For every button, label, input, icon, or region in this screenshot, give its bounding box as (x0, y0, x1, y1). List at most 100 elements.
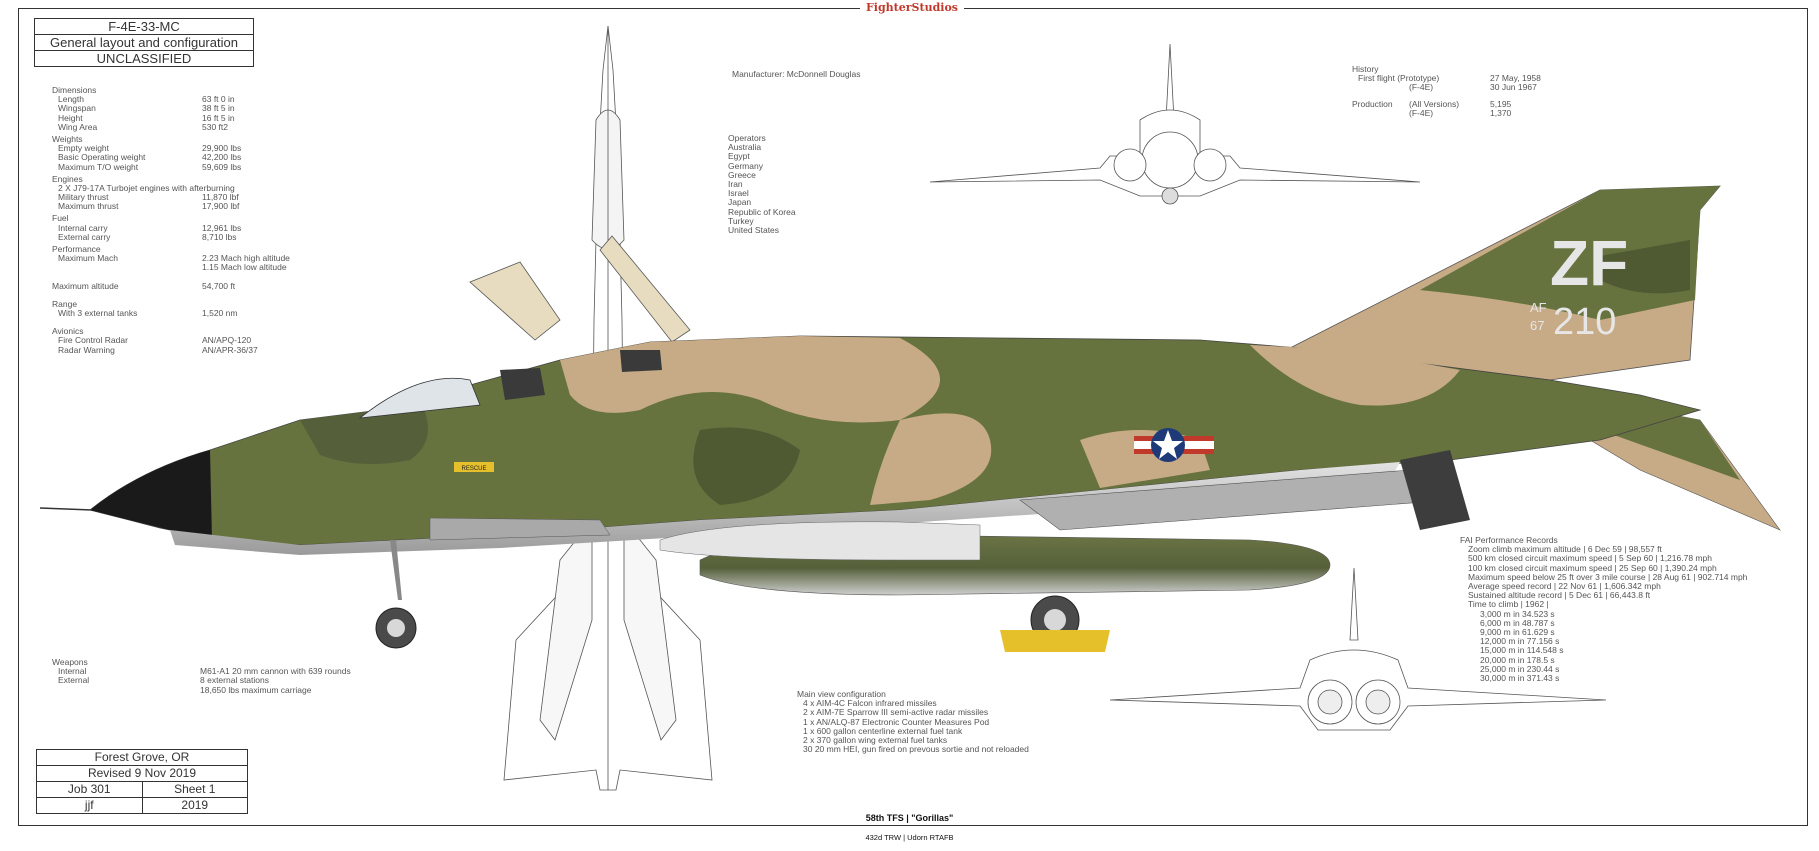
operator-item: Iran (728, 179, 743, 190)
spec-row: 2 X J79-17A Turbojet engines with afterb… (58, 182, 235, 193)
spec-heading-fuel: Fuel (52, 213, 69, 224)
operator-item: Israel (728, 188, 749, 199)
nose-radome (90, 450, 212, 540)
operator-item: Egypt (728, 151, 750, 162)
initials-year-row: jjf 2019 (37, 798, 247, 813)
rear-canopy-open (599, 235, 691, 343)
sheet-number: Sheet 1 (174, 782, 216, 796)
front-view (929, 43, 1421, 205)
operator-item: Japan (728, 197, 752, 208)
config-heading: Main view configuration (797, 689, 886, 699)
title-classification: UNCLASSIFIED (96, 51, 192, 66)
config-line: 30 20 mm HEI, gun fired on prevous sorti… (803, 744, 1029, 755)
production-value-all: 5,195 (1490, 99, 1512, 109)
spec-row: 1.15 Mach low altitude (202, 262, 287, 273)
side-view-aircraft: RESCUE ZF AF 67 210 (39, 185, 1781, 652)
title-description: General layout and configuration (35, 35, 253, 51)
squadron-label: 58th TFS | "Gorillas" (865, 813, 954, 823)
drawing-year: 2019 (181, 798, 209, 812)
operator-item: Republic of Korea (728, 206, 796, 217)
spec-heading-dimensions: Dimensions (52, 85, 97, 95)
fai-heading: FAI Performance Records (1460, 535, 1558, 545)
operator-item: Australia (728, 142, 762, 153)
config-line: 2 x AIM-7E Sparrow III semi-active radar… (803, 707, 989, 718)
manufacturer-label: Manufacturer: McDonnell Douglas (732, 69, 861, 79)
spec-row: 18,650 lbs maximum carriage (200, 684, 312, 695)
spec-heading-weapons: Weapons (52, 657, 88, 667)
operator-item: Greece (728, 169, 756, 180)
serial-prefix-af: AF (1530, 300, 1547, 315)
job-number: Job 301 (37, 782, 143, 797)
climb-record: 3,000 m in 34.523 s (1480, 608, 1555, 619)
serial-prefix-year: 67 (1530, 318, 1544, 333)
operator-item: Turkey (728, 215, 754, 226)
climb-record: 12,000 m in 77.156 s (1480, 636, 1560, 647)
national-insignia (1134, 428, 1214, 462)
config-line: 2 x 370 gallon wing external fuel tanks (803, 735, 948, 746)
fai-record-line: 100 km closed circuit maximum speed | 25… (1468, 562, 1717, 573)
fai-record-line: Maximum speed below 25 ft over 3 mile co… (1468, 571, 1748, 582)
climb-record: 25,000 m in 230.44 s (1480, 663, 1560, 674)
fai-records-panel: FAI Performance Records Zoom climb maxim… (1460, 535, 1748, 684)
main-view-configuration: Main view configuration 4 x AIM-4C Falco… (797, 689, 1029, 755)
production-sub-f4e: (F-4E) (1409, 108, 1434, 118)
spec-heading-weights: Weights (52, 133, 83, 144)
climb-record: 9,000 m in 61.629 s (1480, 627, 1555, 638)
title-block: F-4E-33-MC General layout and configurat… (34, 18, 254, 67)
spec-heading-performance: Performance (52, 244, 101, 254)
fai-record-line: 500 km closed circuit maximum speed | 5 … (1468, 553, 1712, 564)
job-sheet-row: Job 301 Sheet 1 (37, 782, 247, 798)
operators-heading: Operators (728, 133, 766, 143)
location-label: Forest Grove, OR (37, 750, 247, 766)
climb-record: 20,000 m in 178.5 s (1480, 654, 1555, 665)
production-label: Production (1352, 99, 1393, 109)
config-line: 1 x 600 gallon centerline external fuel … (803, 725, 963, 736)
operators-list: Operators Australia Egypt Germany Greece… (728, 133, 796, 236)
spec-heading-engines: Engines (52, 173, 83, 184)
drafter-initials: jjf (37, 798, 143, 813)
config-line: 1 x AN/ALQ-87 Electronic Counter Measure… (803, 716, 990, 727)
brand-logo: FighterStudios (860, 1, 964, 14)
first-flight-date-f4e: 30 Jun 1967 (1490, 82, 1537, 92)
operator-item: Germany (728, 160, 763, 171)
first-flight-date-prototype: 27 May, 1958 (1490, 73, 1541, 83)
fai-record-line: Time to climb | 1962 | (1468, 599, 1549, 610)
tail-serial: 210 (1553, 301, 1616, 343)
production-value-f4e: 1,370 (1490, 108, 1512, 118)
first-flight-sub: (F-4E) (1409, 82, 1434, 92)
climb-record: 30,000 m in 371.43 s (1480, 673, 1560, 684)
rear-view (1109, 567, 1607, 731)
front-canopy-open (469, 261, 561, 341)
tail-code: ZF (1550, 227, 1628, 299)
climb-record: 6,000 m in 48.787 s (1480, 617, 1555, 628)
climb-record: 15,000 m in 114.548 s (1480, 645, 1564, 656)
drawing-info-block: Forest Grove, OR Revised 9 Nov 2019 Job … (36, 749, 248, 814)
wheel-chocks (1000, 630, 1110, 652)
first-flight-label: First flight (Prototype) (1358, 73, 1440, 83)
title-designation: F-4E-33-MC (35, 19, 253, 35)
operator-item: United States (728, 225, 780, 236)
history-panel: History First flight (Prototype) (F-4E) … (1352, 64, 1572, 125)
fai-record-line: Zoom climb maximum altitude | 6 Dec 59 |… (1468, 544, 1662, 555)
revision-label: Revised 9 Nov 2019 (37, 766, 247, 782)
